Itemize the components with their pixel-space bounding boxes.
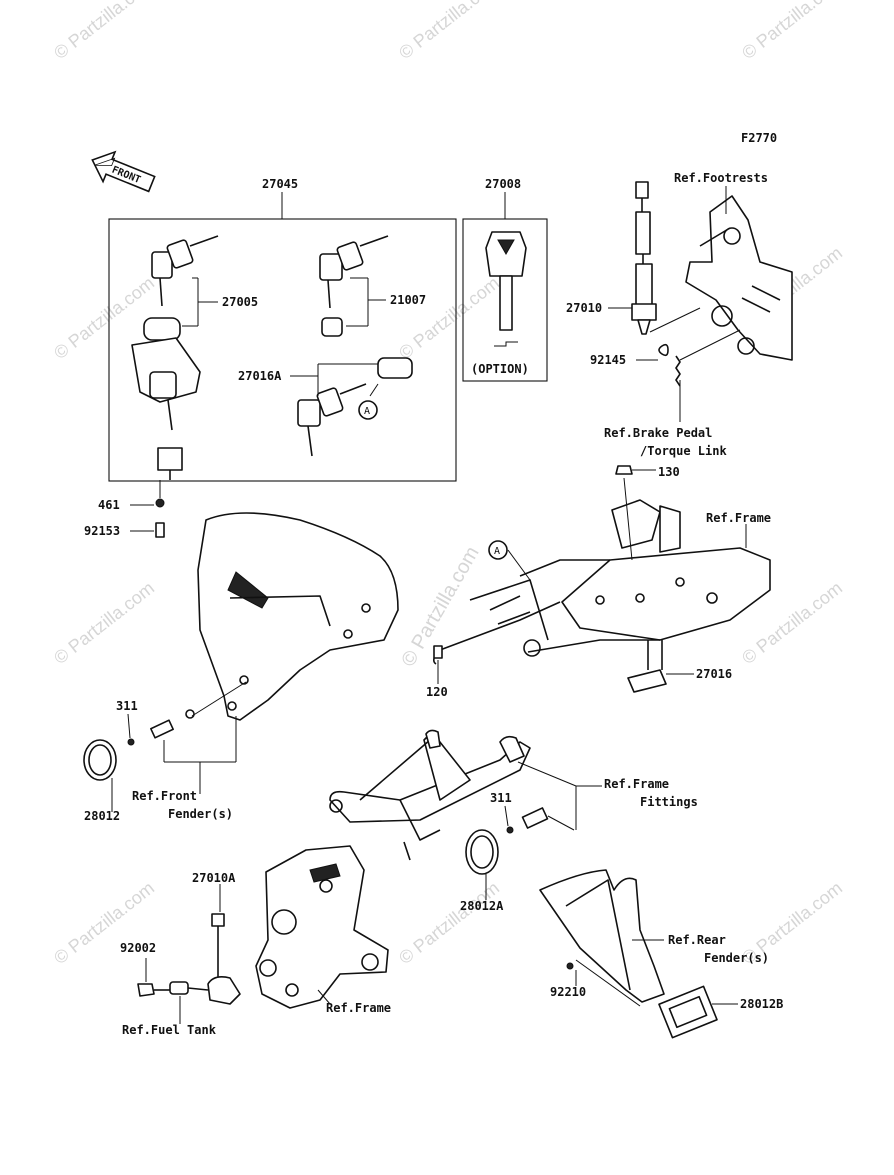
footrest-bracket: Ref.Footrests <box>674 171 793 361</box>
watermark: © Partzilla.com <box>738 0 846 63</box>
watermarks: © Partzilla.com © Partzilla.com © Partzi… <box>50 0 846 968</box>
fuel-tank-fasteners: 92002 Ref.Fuel Tank <box>120 941 217 1037</box>
ref-frame-label-2: Ref.Frame <box>326 1001 391 1015</box>
key-set-27005: 27005 <box>131 235 258 480</box>
fasteners-461-92153: 461 92153 <box>84 480 165 538</box>
watermark: © Partzilla.com <box>395 273 503 363</box>
rear-fender: 92210 Ref.Rear Fender(s) <box>539 869 769 1007</box>
part-28012A-label: 28012A <box>460 899 504 913</box>
ref-footrests-label: Ref.Footrests <box>674 171 768 185</box>
part-27016A-label: 27016A <box>238 369 282 383</box>
ref-front-fender-label-1: Ref.Front <box>132 789 197 803</box>
switch-27016: 27016 <box>627 640 732 693</box>
spring-92145: 92145 Ref.Brake Pedal /Torque Link <box>590 307 741 458</box>
part-28012-label: 28012 <box>84 809 120 823</box>
part-311-label-2: 311 <box>490 791 512 805</box>
option-key-box: 27008 (OPTION) <box>462 177 548 382</box>
reflector-28012B: 28012B <box>658 985 783 1039</box>
bolt-130: 130 <box>615 465 680 561</box>
ref-fuel-tank-label: Ref.Fuel Tank <box>122 1023 217 1037</box>
figure-code: F2770 <box>741 131 777 145</box>
callout-a-frame: A <box>494 546 500 557</box>
watermark: © Partzilla.com <box>395 878 503 968</box>
watermark: © Partzilla.com <box>50 0 158 63</box>
frame-assembly: A Ref.Frame <box>432 499 771 665</box>
frame-fittings: Ref.Frame Fittings <box>329 729 698 861</box>
key-set-27016A: A 27016A <box>238 357 413 457</box>
key-set-21007: 21007 <box>319 235 426 337</box>
ref-frame-fittings-label-1: Ref.Frame <box>604 777 669 791</box>
part-130-label: 130 <box>658 465 680 479</box>
switch-27010A: 27010A <box>192 871 241 1005</box>
part-27010A-label: 27010A <box>192 871 236 885</box>
ref-frame-label-1: Ref.Frame <box>706 511 771 525</box>
part-27016-label: 27016 <box>696 667 732 681</box>
reflector-28012: 28012 311 Ref.Front Fender(s) <box>83 681 247 823</box>
brake-switch-27010: 27010 <box>566 181 657 335</box>
part-92145-label: 92145 <box>590 353 626 367</box>
ref-front-fender-label-2: Fender(s) <box>168 807 233 821</box>
part-311-label-1: 311 <box>116 699 138 713</box>
ref-frame-fittings-label-2: Fittings <box>640 795 698 809</box>
option-label: (OPTION) <box>471 362 529 376</box>
front-fender <box>197 512 399 721</box>
bolt-120: 120 <box>426 645 448 699</box>
part-27045-label: 27045 <box>262 177 298 191</box>
callout-a: A <box>364 406 370 417</box>
lower-frame: Ref.Frame <box>255 845 391 1015</box>
part-27010-label: 27010 <box>566 301 602 315</box>
watermark: © Partzilla.com <box>395 0 503 63</box>
part-92002-label: 92002 <box>120 941 156 955</box>
ref-brake-label-1: Ref.Brake Pedal <box>604 426 712 440</box>
part-27008-label: 27008 <box>485 177 521 191</box>
part-21007-label: 21007 <box>390 293 426 307</box>
part-92153-label: 92153 <box>84 524 120 538</box>
ref-rear-fender-label-2: Fender(s) <box>704 951 769 965</box>
part-27005-label: 27005 <box>222 295 258 309</box>
ref-brake-label-2: /Torque Link <box>640 444 727 458</box>
part-120-label: 120 <box>426 685 448 699</box>
reflector-28012A: 311 28012A <box>460 791 575 913</box>
ignition-set-box: 27045 <box>108 177 457 482</box>
part-28012B-label: 28012B <box>740 997 783 1011</box>
part-461-label: 461 <box>98 498 120 512</box>
part-92210-label: 92210 <box>550 985 586 999</box>
watermark: © Partzilla.com <box>50 578 158 668</box>
ref-rear-fender-label-1: Ref.Rear <box>668 933 726 947</box>
front-arrow: FRONT <box>91 150 156 193</box>
